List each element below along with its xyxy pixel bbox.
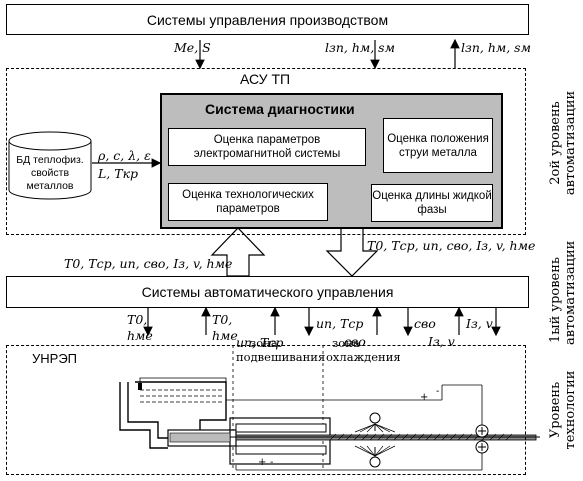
liquid-eval-label: Оценка длины жидкой фазы <box>372 190 492 216</box>
hollow-arrow-up <box>210 227 266 277</box>
level1-label: 1ый уровень автоматизации <box>548 240 578 345</box>
db-params-2: L, Tкр <box>98 166 139 181</box>
pos-eval-label: Оценка положения струи металла <box>387 132 489 159</box>
zone2-line2: охлаждения <box>326 350 401 364</box>
unrep-title: УНРЭП <box>32 351 78 366</box>
hollow-arrow-down <box>325 227 379 277</box>
label-c: uп, Tср <box>236 335 284 350</box>
label-mid-right: T0, Tср, uп, cво, Iз, v, hме <box>367 238 536 253</box>
db-label-text: БД теплофиз. свойств металлов <box>16 154 84 192</box>
db-label: БД теплофиз. свойств металлов <box>12 154 88 193</box>
zone1-line2: подвешивания <box>236 350 326 364</box>
em-eval-box: Оценка параметров электромагнитной систе… <box>168 128 366 166</box>
unrep-region <box>6 345 526 475</box>
minus-sign-2: - <box>270 457 274 468</box>
level0-line1: Уровень <box>548 381 563 439</box>
label-mid-left: T0, Tср, uп, cво, Iз, v, hме <box>64 256 233 271</box>
level0-line2: технологии <box>563 370 578 450</box>
zone1-line1: зона <box>250 336 278 350</box>
plus-sign-2: + <box>258 457 267 468</box>
asu-tp-region <box>6 68 526 235</box>
db-params-1: ρ, c, λ, ε <box>98 148 151 163</box>
label-d: uп, Tср <box>316 316 364 331</box>
level2-line2: автоматизации <box>563 90 578 196</box>
tech-eval-label: Оценка технологических параметров <box>182 189 314 215</box>
label-b2: hме <box>212 328 238 343</box>
asu-tp-title: АСУ ТП <box>240 71 291 87</box>
production-control-title: Системы управления производством <box>146 11 389 28</box>
label-h: Iз, v <box>466 316 493 331</box>
level2-label: 2ой уровень автоматизации <box>548 68 578 218</box>
diagnostics-title: Система диагностики <box>205 101 355 117</box>
minus-sign: - <box>436 386 440 397</box>
label-b: T0, <box>212 312 233 327</box>
level0-label: Уровень технологии <box>548 350 578 470</box>
level1-line2: автоматизации <box>563 240 578 345</box>
pos-eval-box: Оценка положения струи металла <box>383 118 493 173</box>
sau-box: Системы автоматического управления <box>6 276 529 308</box>
db-cylinder <box>8 141 92 200</box>
tech-eval-box: Оценка технологических параметров <box>168 183 328 221</box>
label-lzp-down: lзп, hм, sм <box>325 40 395 55</box>
db-cylinder-top <box>8 131 92 151</box>
level1-line1: 1ый уровень <box>548 257 563 343</box>
process-equipment <box>119 377 540 471</box>
level2-line1: 2ой уровень <box>548 101 563 185</box>
production-control-box: Системы управления производством <box>6 4 529 35</box>
sau-title: Системы автоматического управления <box>141 284 394 300</box>
em-eval-label: Оценка параметров электромагнитной систе… <box>193 134 341 160</box>
label-a2: hме <box>127 328 153 343</box>
label-a: T0, <box>127 312 148 327</box>
label-f: cво <box>414 316 436 331</box>
plus-sign: + <box>420 392 429 403</box>
zone2-line1: зона <box>332 336 360 350</box>
label-me-s: Me, S <box>174 40 211 55</box>
liquid-eval-box: Оценка длины жидкой фазы <box>371 184 493 222</box>
label-lzp-up: lзп, hм, sм <box>461 40 531 55</box>
